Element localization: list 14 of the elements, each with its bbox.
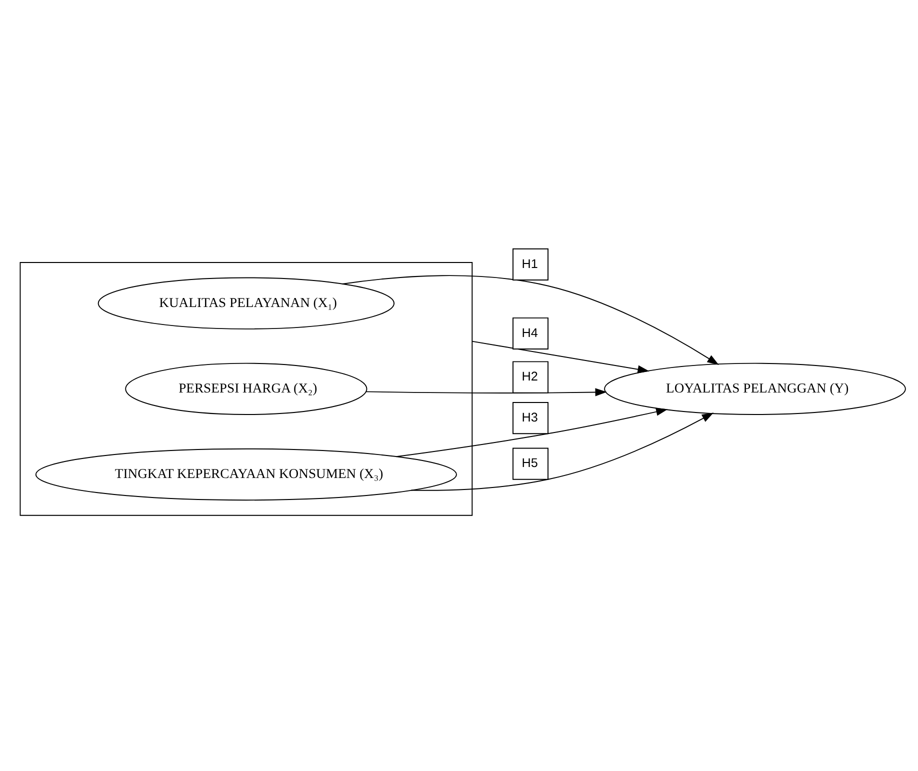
edge-label: H3 xyxy=(522,410,538,424)
node-ellipse: TINGKAT KEPERCAYAAN KONSUMEN (X₃) xyxy=(35,448,457,500)
arrow xyxy=(366,388,607,396)
arrow xyxy=(410,412,714,490)
node-ellipse: KUALITAS PELAYANAN (X₁) xyxy=(98,276,395,329)
edge-label: H2 xyxy=(522,369,538,384)
cluster xyxy=(20,262,473,516)
edge-label: H5 xyxy=(522,456,538,470)
edge-label: H1 xyxy=(522,256,538,270)
edge-label: H4 xyxy=(522,325,538,340)
arrow xyxy=(396,407,668,457)
arrow xyxy=(342,274,719,364)
arrow xyxy=(472,340,650,373)
node-ellipse: PERSEPSI HARGA (X₂) xyxy=(125,362,368,414)
